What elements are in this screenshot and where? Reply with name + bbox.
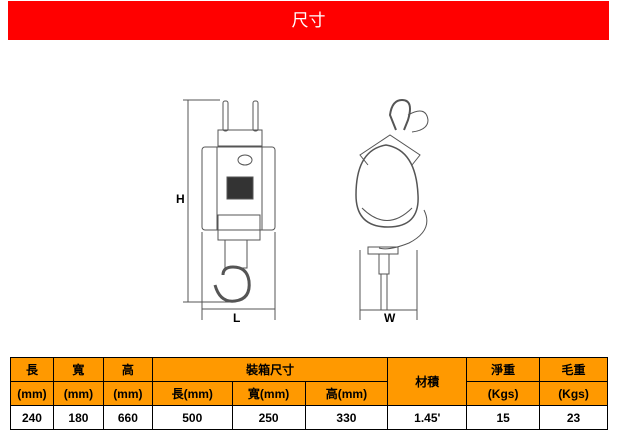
unit-mm: (mm) bbox=[52, 381, 104, 406]
hoist-dimension-diagram: H L W bbox=[176, 98, 429, 325]
cell-height: 660 bbox=[102, 405, 153, 430]
cell-pack-length: 500 bbox=[151, 405, 233, 430]
header-packing: 裝箱尺寸 bbox=[151, 357, 389, 382]
cell-length: 240 bbox=[10, 405, 54, 430]
cell-volume: 1.45' bbox=[387, 405, 468, 430]
section-header: 尺寸 bbox=[8, 1, 609, 40]
header-length: 長 bbox=[10, 357, 54, 382]
height-label: H bbox=[176, 192, 185, 206]
table-subheader-row: (mm) (mm) (mm) 長(mm) 寬(mm) 高(mm) (Kgs) (… bbox=[10, 381, 608, 406]
cell-gross-weight: 23 bbox=[539, 405, 608, 430]
side-view bbox=[355, 98, 429, 320]
front-view bbox=[183, 99, 276, 320]
unit-mm: (mm) bbox=[102, 381, 153, 406]
cell-pack-width: 250 bbox=[231, 405, 306, 430]
length-label: L bbox=[233, 311, 240, 325]
table-header-row: 長 寬 高 裝箱尺寸 材積 淨重 毛重 bbox=[10, 357, 608, 406]
header-pack-length: 長(mm) bbox=[151, 381, 233, 406]
header-pack-height: 高(mm) bbox=[304, 381, 389, 406]
header-height: 高 bbox=[102, 357, 153, 382]
header-pack-width: 寬(mm) bbox=[231, 381, 306, 406]
cell-net-weight: 15 bbox=[466, 405, 541, 430]
spec-table: 長 寬 高 裝箱尺寸 材積 淨重 毛重 (mm) (mm) (mm) 長(mm)… bbox=[10, 357, 608, 430]
table-row: 240 180 660 500 250 330 1.45' 15 23 bbox=[10, 405, 608, 430]
header-gross-weight: 毛重 bbox=[539, 357, 608, 382]
unit-mm: (mm) bbox=[10, 381, 54, 406]
unit-kgs: (Kgs) bbox=[466, 381, 541, 406]
header-volume: 材積 bbox=[387, 357, 468, 406]
cell-pack-height: 330 bbox=[304, 405, 389, 430]
header-width: 寬 bbox=[52, 357, 104, 382]
unit-kgs: (Kgs) bbox=[539, 381, 608, 406]
cell-width: 180 bbox=[52, 405, 104, 430]
header-net-weight: 淨重 bbox=[466, 357, 541, 382]
width-label: W bbox=[384, 311, 396, 325]
